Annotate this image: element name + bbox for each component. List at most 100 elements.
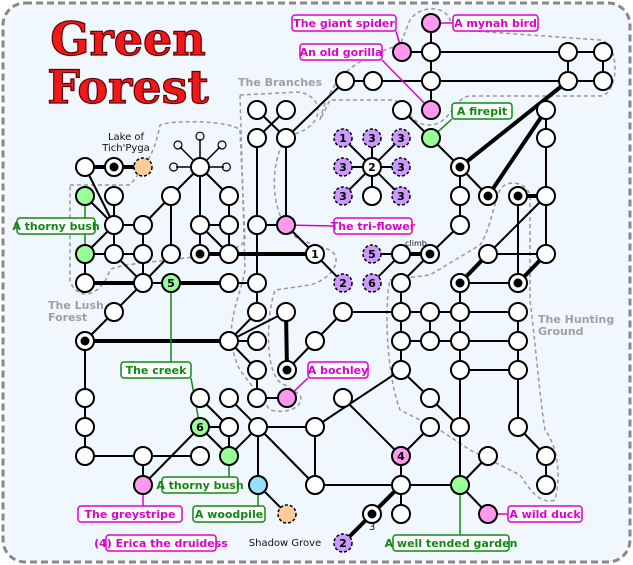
room-node[interactable] — [450, 186, 470, 206]
room-node[interactable] — [305, 244, 325, 264]
room-node[interactable] — [392, 100, 412, 120]
room-e[interactable] — [363, 71, 383, 91]
room-s6[interactable]: 3 — [333, 186, 353, 206]
label-thorny-bush-left[interactable]: A thorny bush — [12, 217, 100, 235]
room-node[interactable] — [247, 302, 267, 322]
room-node[interactable] — [75, 186, 95, 206]
room-node[interactable] — [333, 128, 353, 148]
room-node[interactable] — [277, 504, 297, 524]
label-garden[interactable]: A well tended garden — [385, 534, 518, 552]
room-node[interactable] — [190, 215, 210, 235]
room-c[interactable] — [593, 42, 613, 62]
room-node[interactable] — [536, 128, 556, 148]
room-v[interactable] — [420, 244, 440, 264]
room-m1[interactable] — [75, 273, 95, 293]
room-g3[interactable] — [161, 186, 181, 206]
room-node[interactable] — [508, 417, 528, 437]
room-v6[interactable]: 6 — [362, 273, 382, 293]
room-node[interactable] — [421, 128, 441, 148]
label-mynah[interactable]: A mynah bird — [452, 14, 539, 32]
room-t[interactable] — [478, 244, 498, 264]
room-node[interactable] — [363, 71, 383, 91]
room-br2[interactable] — [276, 100, 296, 120]
room-G9[interactable] — [391, 360, 411, 380]
room-node[interactable] — [75, 388, 95, 408]
room-j[interactable] — [536, 100, 556, 120]
label-greystripe[interactable]: The greystripe — [77, 505, 183, 523]
room-node[interactable] — [391, 157, 411, 177]
room-g2[interactable] — [104, 186, 124, 206]
room-s4[interactable]: 3 — [333, 157, 353, 177]
label-bochley[interactable]: A bochley — [307, 361, 369, 379]
label-thorny-bush-bottom[interactable]: A thorny bush — [156, 476, 244, 494]
room-y[interactable] — [450, 273, 470, 293]
room-node[interactable] — [276, 215, 296, 235]
room-q2[interactable] — [277, 360, 297, 380]
room-l3[interactable] — [133, 157, 153, 177]
room-s[interactable] — [536, 186, 556, 206]
room-node[interactable] — [508, 331, 528, 351]
room-G8[interactable] — [508, 331, 528, 351]
room-node[interactable] — [362, 273, 382, 293]
room-six[interactable]: 6 — [190, 417, 210, 437]
room-node[interactable] — [75, 157, 95, 177]
room-k2[interactable] — [104, 244, 124, 264]
room-node[interactable] — [247, 128, 267, 148]
room-node[interactable] — [362, 157, 382, 177]
room-m4[interactable] — [247, 273, 267, 293]
room-c2[interactable]: 2 — [362, 157, 382, 177]
room-br1[interactable] — [247, 100, 267, 120]
room-node[interactable] — [333, 186, 353, 206]
room-node[interactable] — [219, 417, 239, 437]
room-h3[interactable] — [190, 215, 210, 235]
room-node[interactable] — [391, 244, 411, 264]
room-h2[interactable] — [133, 215, 153, 235]
label-erica[interactable]: (4) Erica the druidess — [94, 534, 228, 552]
room-node[interactable] — [133, 157, 153, 177]
room-f[interactable] — [421, 71, 441, 91]
room-G4[interactable] — [508, 302, 528, 322]
room-node[interactable] — [161, 186, 181, 206]
room-b3[interactable] — [190, 388, 210, 408]
room-node[interactable] — [450, 417, 470, 437]
room-spider[interactable] — [392, 42, 412, 62]
room-e4[interactable] — [391, 504, 411, 524]
room-q1[interactable] — [247, 360, 267, 380]
room-h1[interactable] — [104, 215, 124, 235]
room-node[interactable] — [536, 100, 556, 120]
room-G1[interactable] — [391, 302, 411, 322]
room-node[interactable] — [421, 71, 441, 91]
room-node[interactable] — [133, 446, 153, 466]
room-m[interactable] — [478, 186, 498, 206]
room-z[interactable] — [508, 273, 528, 293]
room-G2[interactable] — [420, 302, 440, 322]
room-node[interactable] — [75, 244, 95, 264]
room-node[interactable] — [593, 71, 613, 91]
room-node[interactable] — [391, 475, 411, 495]
room-a[interactable] — [421, 42, 441, 62]
room-G3[interactable] — [450, 302, 470, 322]
room-node[interactable] — [478, 244, 498, 264]
room-thorn[interactable] — [219, 446, 239, 466]
room-node[interactable] — [362, 128, 382, 148]
room-duck[interactable] — [478, 504, 498, 524]
room-five[interactable]: 5 — [161, 273, 181, 293]
room-k3[interactable] — [133, 244, 153, 264]
room-node[interactable] — [508, 302, 528, 322]
room-node[interactable] — [536, 446, 556, 466]
label-tri-flower[interactable]: The tri-flower — [331, 217, 416, 235]
room-node[interactable] — [276, 302, 296, 322]
room-node[interactable] — [219, 215, 239, 235]
room-sp[interactable] — [190, 157, 210, 177]
room-g1[interactable] — [75, 186, 95, 206]
room-node[interactable] — [190, 417, 210, 437]
room-H6[interactable] — [536, 475, 556, 495]
room-n[interactable] — [450, 186, 470, 206]
room-h4[interactable] — [219, 215, 239, 235]
room-node[interactable] — [248, 475, 268, 495]
room-node[interactable] — [391, 186, 411, 206]
room-node[interactable] — [219, 273, 239, 293]
label-firepit[interactable]: A firepit — [451, 102, 513, 120]
room-k6[interactable] — [219, 244, 239, 264]
room-node[interactable] — [276, 128, 296, 148]
